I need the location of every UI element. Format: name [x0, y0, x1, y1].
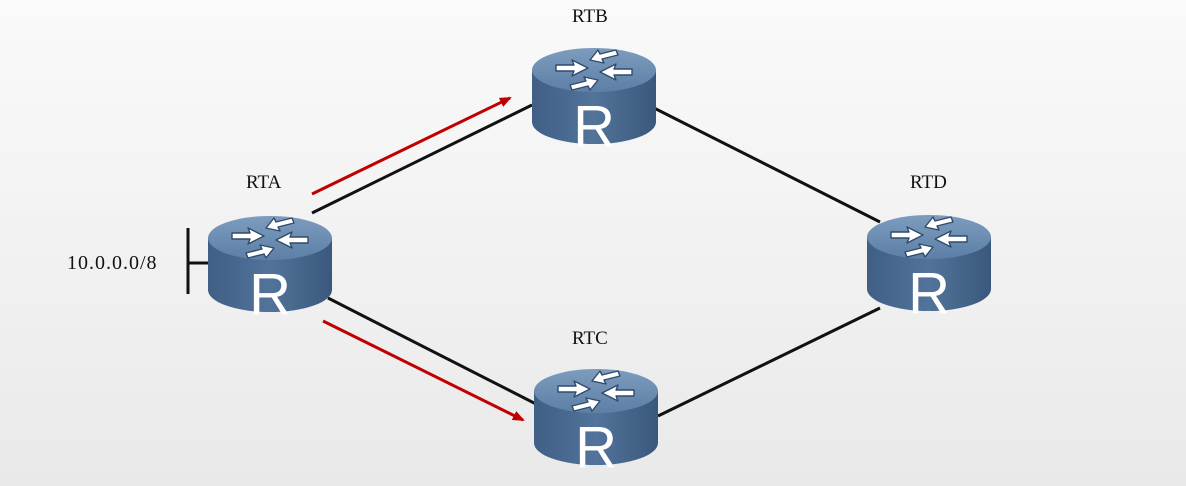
router-label-rtc: RTC	[572, 328, 608, 349]
link-rta-rtb	[311, 103, 533, 215]
network-attachment	[186, 228, 208, 294]
router-rtb[interactable]: R	[531, 47, 657, 159]
link-rtc-rtd	[657, 306, 881, 418]
link-rta-rtc	[327, 296, 537, 406]
flow-arrows	[311, 96, 525, 422]
router-rtd[interactable]: R	[866, 214, 992, 326]
router-rta[interactable]: R	[207, 215, 333, 327]
links-group	[311, 103, 881, 418]
router-label-rtd: RTD	[910, 172, 947, 193]
router-label-rta: RTA	[246, 172, 282, 193]
router-glyph: R	[573, 94, 615, 159]
router-rtc[interactable]: R	[533, 368, 659, 480]
flow-arrow-rta-rtc	[322, 319, 525, 422]
network-label: 10.0.0.0/8	[67, 252, 158, 274]
router-glyph: R	[249, 262, 291, 327]
router-glyph: R	[908, 261, 950, 326]
router-label-rtb: RTB	[572, 6, 608, 27]
router-glyph: R	[575, 415, 617, 480]
flow-arrow-rta-rtb	[311, 96, 512, 196]
link-rtb-rtd	[653, 106, 881, 224]
